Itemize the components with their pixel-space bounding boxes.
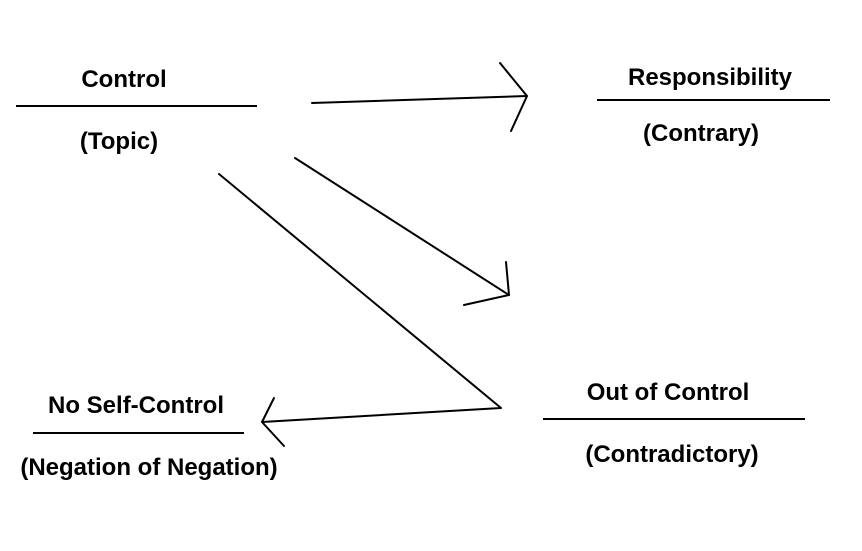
arrow-topic-to-contradictory-shaft <box>294 157 510 296</box>
arrow-topic-to-contrary-shaft <box>311 95 528 104</box>
arrow-topic-to-contradictory <box>294 157 510 306</box>
contradictory-divider <box>543 418 805 420</box>
negation-role: (Negation of Negation) <box>20 454 278 481</box>
contrary-divider <box>597 99 830 101</box>
arrow-topic-to-contrary <box>311 62 528 132</box>
arrow-contradictory-to-negation <box>218 173 502 447</box>
negation-divider <box>33 432 244 434</box>
arrow-contradictory-to-negation-shaft <box>218 173 502 423</box>
topic-term: Control <box>81 66 167 93</box>
arrow-contradictory-to-negation-head <box>261 397 285 447</box>
negation-term: No Self-Control <box>48 392 224 419</box>
contrary-term: Responsibility <box>627 64 793 91</box>
arrow-topic-to-contradictory-head <box>463 261 510 306</box>
contradictory-role: (Contradictory) <box>585 441 759 468</box>
topic-divider <box>16 105 257 107</box>
contrary-role: (Contrary) <box>642 120 760 147</box>
contradictory-term: Out of Control <box>586 379 750 406</box>
topic-role: (Topic) <box>79 128 159 155</box>
arrow-topic-to-contrary-head <box>499 62 528 132</box>
